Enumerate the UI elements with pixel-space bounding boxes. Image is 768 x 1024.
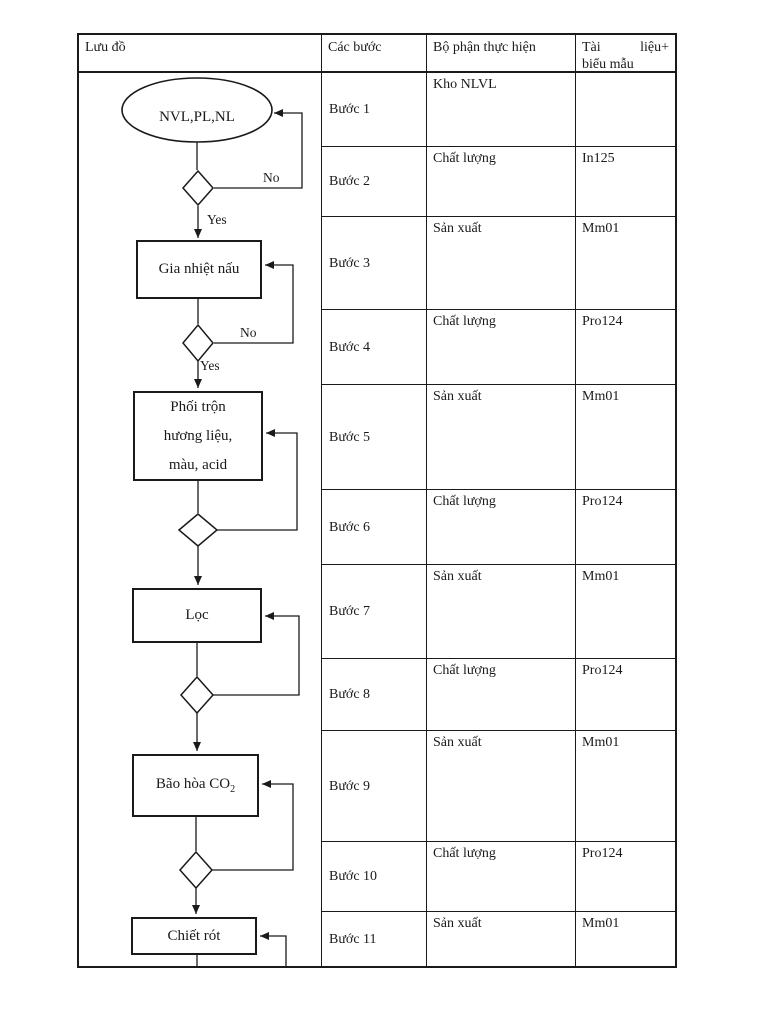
department-cell-3: Sản xuất [427, 217, 576, 310]
step-cell-7: Bước 7 [322, 565, 427, 659]
process-box-co2-subscript: 2 [230, 784, 236, 795]
document-cell-3: Mm01 [576, 217, 675, 310]
department-cell-9: Sản xuất [427, 731, 576, 842]
process-box-co2: Bão hòa CO2 [132, 754, 259, 817]
header-documents: Tài liệu+ biểu mẫu [576, 35, 675, 73]
step-cell-8: Bước 8 [322, 659, 427, 731]
step-cell-2: Bước 2 [322, 147, 427, 217]
step-cell-10: Bước 10 [322, 842, 427, 912]
flowchart-cell [79, 73, 322, 966]
document-cell-1 [576, 73, 675, 147]
header-documents-word2: liệu+ [640, 40, 669, 55]
step-cell-5: Bước 5 [322, 385, 427, 490]
document-cell-10: Pro124 [576, 842, 675, 912]
department-cell-10: Chất lượng [427, 842, 576, 912]
document-cell-9: Mm01 [576, 731, 675, 842]
document-cell-6: Pro124 [576, 490, 675, 565]
header-department: Bộ phận thực hiện [427, 35, 576, 73]
document-cell-2: In125 [576, 147, 675, 217]
step-cell-6: Bước 6 [322, 490, 427, 565]
department-cell-4: Chất lượng [427, 310, 576, 385]
header-documents-line1: Tài liệu+ [582, 39, 669, 56]
document-cell-7: Mm01 [576, 565, 675, 659]
process-box-mix-line1: Phối trộn [170, 398, 226, 415]
department-cell-6: Chất lượng [427, 490, 576, 565]
process-box-filter-label: Lọc [185, 607, 209, 623]
document-cell-5: Mm01 [576, 385, 675, 490]
document-cell-4: Pro124 [576, 310, 675, 385]
process-box-heat: Gia nhiệt nấu [136, 240, 262, 299]
header-steps: Các bước [322, 35, 427, 73]
process-box-heat-label: Gia nhiệt nấu [158, 261, 240, 277]
process-box-co2-text: Bão hòa CO [155, 776, 231, 792]
process-box-mix-line2: hương liệu, [163, 427, 233, 444]
header-flowchart: Lưu đồ [79, 35, 322, 73]
document-cell-11: Mm01 [582, 916, 620, 931]
step-cell-11: Bước 11 [322, 912, 427, 966]
step-cell-1: Bước 1 [322, 73, 427, 147]
process-box-mix: Phối trộn hương liệu, màu, acid [133, 391, 263, 481]
process-table: Lưu đồ Các bước Bộ phận thực hiện Tài li… [77, 33, 677, 968]
department-cell-8: Chất lượng [427, 659, 576, 731]
step-cell-3: Bước 3 [322, 217, 427, 310]
process-box-filter: Lọc [132, 588, 262, 643]
step-cell-9: Bước 9 [322, 731, 427, 842]
process-box-fill-label: Chiết rót [167, 927, 221, 944]
process-box-fill: Chiết rót [131, 917, 257, 955]
header-documents-line2: biểu mẫu [582, 57, 634, 72]
header-documents-word1: Tài [582, 40, 601, 55]
department-cell-2: Chất lượng [427, 147, 576, 217]
department-cell-7: Sản xuất [427, 565, 576, 659]
department-cell-1: Kho NLVL [427, 73, 576, 147]
department-cell-11: Sản xuất [427, 912, 576, 966]
department-cell-5: Sản xuất [427, 385, 576, 490]
process-box-mix-line3: màu, acid [168, 456, 228, 473]
document-cell-8: Pro124 [576, 659, 675, 731]
step-cell-4: Bước 4 [322, 310, 427, 385]
process-box-co2-label: Bão hòa CO2 [156, 776, 235, 795]
